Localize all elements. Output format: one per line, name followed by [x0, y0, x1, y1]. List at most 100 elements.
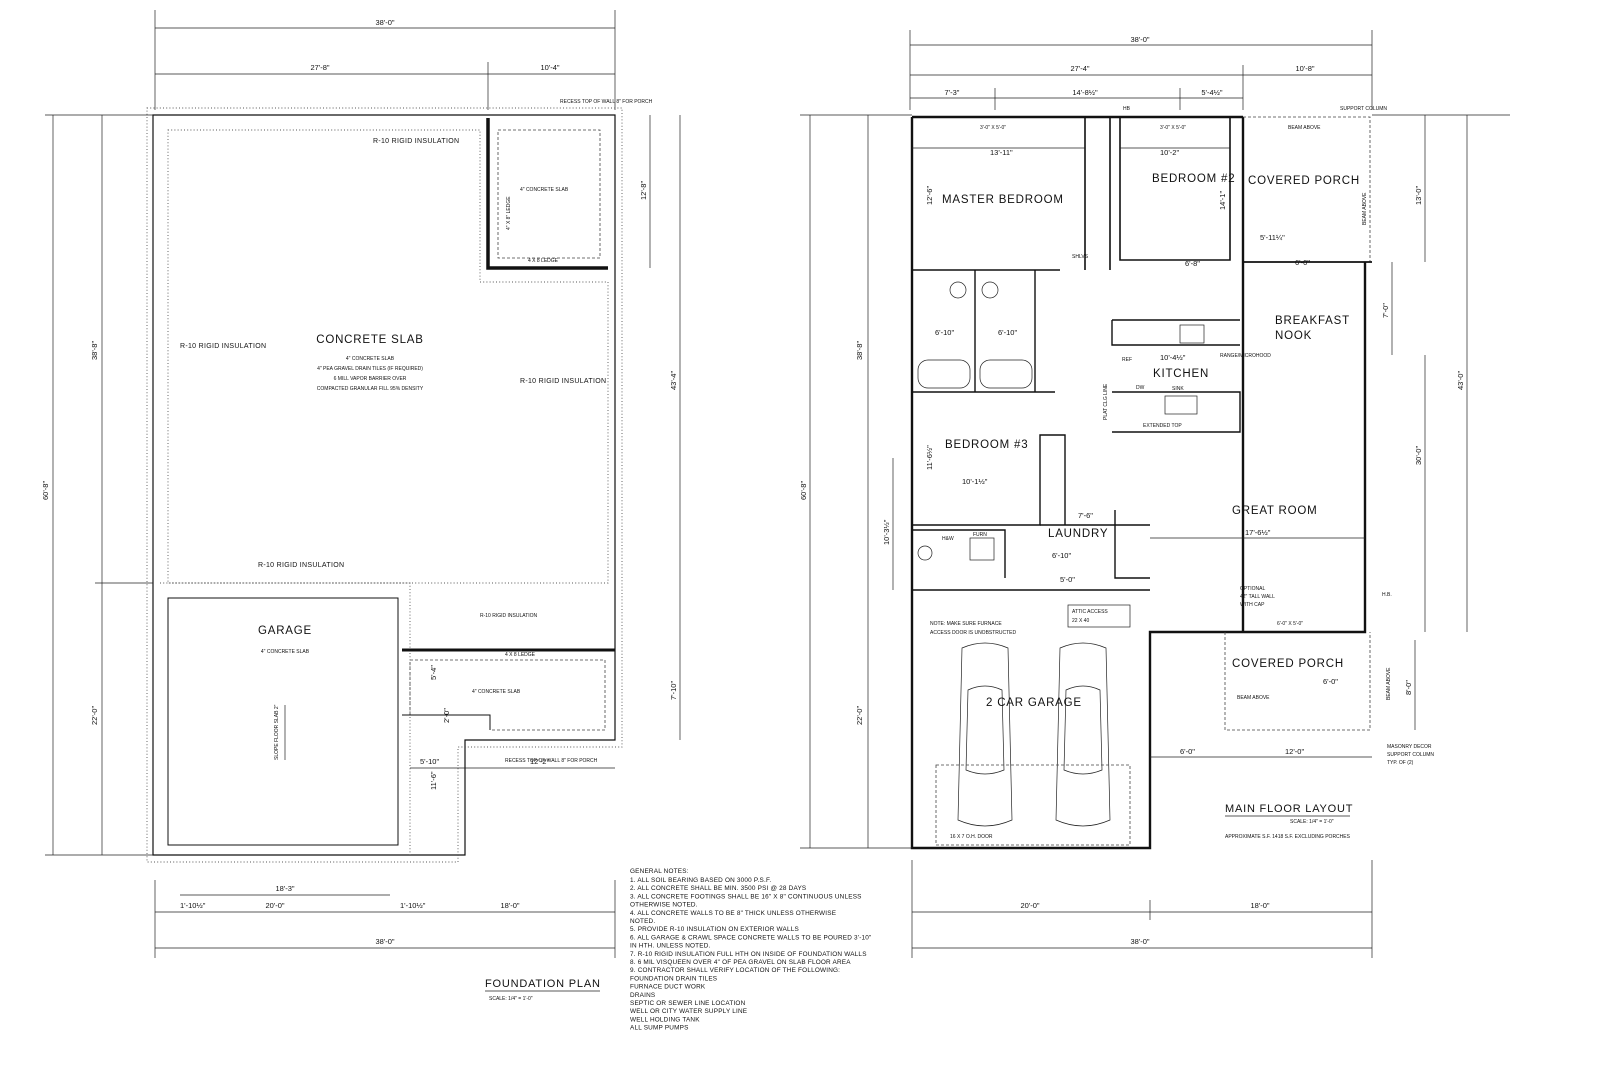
dim-right-1: 12'-8" [639, 181, 648, 200]
general-note-line: OTHERWISE NOTED. [630, 902, 698, 909]
main-dim-top-4: 14'-8½" [1072, 88, 1098, 97]
beam-above-side: BEAM ABOVE [1362, 192, 1368, 225]
dim-bath-2: 6'-10" [998, 328, 1017, 337]
dim-laundry-2: 6'-10" [1052, 551, 1071, 560]
optional-wall-1: OPTIONAL [1240, 586, 1266, 592]
general-note-line: ALL SUMP PUMPS [630, 1025, 689, 1032]
sink-label: SINK [1172, 386, 1184, 392]
general-note-line: 1. ALL SOIL BEARING BASED ON 3000 P.S.F. [630, 877, 771, 884]
dim-top-right: 10'-4" [540, 63, 559, 72]
dim-misc-3: 5'-10" [420, 757, 439, 766]
dim-master-width: 13'-11" [990, 148, 1013, 157]
notes-heading: GENERAL NOTES: [630, 868, 689, 875]
main-dim-right-1: 13'-0" [1414, 186, 1423, 205]
main-dim-left-1: 38'-8" [855, 341, 864, 360]
dim-hall-1: 6'-8" [1185, 259, 1200, 268]
room-covered-porch-top: COVERED PORCH [1248, 175, 1360, 187]
main-dim-top-1: 27'-4" [1070, 64, 1089, 73]
main-dim-right-5: 8'-0" [1404, 680, 1413, 695]
dim-kitchen: 10'-4½" [1160, 353, 1186, 362]
dim-bed2-depth: 14'-1" [1218, 191, 1227, 210]
main-dim-top-2: 10'-8" [1295, 64, 1314, 73]
garage-door-label: 16 X 7 O.H. DOOR [950, 834, 993, 840]
rigid-insulation-left: R-10 RIGID INSULATION [180, 343, 266, 350]
main-floor-title: MAIN FLOOR LAYOUT [1225, 803, 1353, 815]
furnace-note-2: ACCESS DOOR IS UNOBSTRUCTED [930, 630, 1017, 636]
dim-left-1: 38'-8" [90, 341, 99, 360]
dim-bed2-width: 10'-2" [1160, 148, 1179, 157]
porch-slab-bottom-label: 4" CONCRETE SLAB [472, 689, 521, 695]
general-note-line: 5. PROVIDE R-10 INSULATION ON EXTERIOR W… [630, 926, 799, 933]
general-note-line: IN HTH. UNLESS NOTED. [630, 943, 711, 950]
main-dim-bottom-2: 18'-0" [1250, 901, 1269, 910]
room-master-bedroom: MASTER BEDROOM [942, 194, 1064, 206]
window-2: 3'-0" X 5'-0" [1160, 125, 1186, 131]
dim-master-depth: 12'-6" [925, 186, 934, 205]
rigid-insulation-porch: R-10 RIGID INSULATION [480, 613, 538, 619]
main-dim-top-3: 7'-3" [945, 88, 960, 97]
dim-bottom-5: 18'-0" [500, 901, 519, 910]
porch-dim-inner: 6'-0" [1323, 677, 1338, 686]
dim-left-3: 22'-0" [90, 706, 99, 725]
beam-above-porch: BEAM ABOVE [1237, 695, 1270, 701]
concrete-slab-title: CONCRETE SLAB [316, 334, 424, 346]
ledge-vertical-label: 4" X 8" LEDGE [506, 196, 512, 230]
general-note-line: DRAINS [630, 992, 655, 999]
masonry-2: SUPPORT COLUMN [1387, 752, 1434, 758]
dim-misc-5: 12'-2" [530, 757, 549, 766]
general-note-line: FOUNDATION DRAIN TILES [630, 975, 717, 982]
attic-access-1: ATTIC ACCESS [1072, 609, 1108, 615]
plat-clg-line: PLAT CLG LINE [1103, 383, 1109, 420]
attic-access-2: 22 X 40 [1072, 618, 1089, 624]
slab-line-4: COMPACTED GRANULAR FILL 95% DENSITY [317, 386, 424, 392]
range-label: RANGE/MICROHOOD [1220, 353, 1271, 359]
dim-misc-2: 2'-0" [442, 708, 451, 723]
slab-line-1: 4" CONCRETE SLAB [346, 356, 395, 362]
general-note-line: SEPTIC OR SEWER LINE LOCATION [630, 1000, 746, 1007]
dim-bath-1: 6'-10" [935, 328, 954, 337]
dim-bottom-1: 18'-3" [275, 884, 294, 893]
garage-title: GARAGE [258, 625, 312, 637]
slab-line-3: 6 MILL VAPOR BARRIER OVER [334, 376, 407, 382]
recess-note-top: RECESS TOP OF WALL 8" FOR PORCH [560, 99, 653, 105]
general-notes: GENERAL NOTES: 1. ALL SOIL BEARING BASED… [630, 868, 871, 1032]
foundation-scale: SCALE: 1/4" = 1'-0" [489, 996, 533, 1002]
dim-bottom-3: 20'-0" [265, 901, 284, 910]
car-right [1055, 642, 1111, 827]
dim-right-3: 7'-10" [669, 681, 678, 700]
beam-above-porch-side: BEAM ABOVE [1386, 667, 1392, 700]
room-kitchen: KITCHEN [1153, 368, 1209, 380]
masonry-1: MASONRY DECOR [1387, 744, 1432, 750]
beam-above-top: BEAM ABOVE [1288, 125, 1321, 131]
main-dim-bottom-3: 38'-0" [1130, 937, 1149, 946]
furn-label: FURN [973, 532, 987, 538]
ledge-bottom-label: 4 X 8 LEDGE [505, 652, 536, 658]
room-bedroom-2: BEDROOM #2 [1152, 173, 1235, 185]
dim-great-room: 17'-6½" [1245, 528, 1271, 537]
general-note-line: 8. 6 MIL VISQUEEN OVER 4" OF PEA GRAVEL … [630, 959, 851, 966]
support-column-label: SUPPORT COLUMN [1340, 106, 1387, 112]
room-great-room: GREAT ROOM [1232, 505, 1318, 517]
room-covered-porch-bottom: COVERED PORCH [1232, 658, 1344, 670]
main-dim-right-4: 30'-0" [1414, 446, 1423, 465]
main-dim-right-3: 7'-0" [1381, 303, 1390, 318]
room-laundry: LAUNDRY [1048, 528, 1108, 540]
foundation-plan-title: FOUNDATION PLAN [485, 978, 601, 990]
dim-bottom-6: 38'-0" [375, 937, 394, 946]
room-bedroom-3: BEDROOM #3 [945, 439, 1028, 451]
dim-misc-4: 11'-6" [429, 771, 438, 790]
optional-wall-3: WITH CAP [1240, 602, 1265, 608]
slab-line-2: 4" PEA GRAVEL DRAIN TILES (IF REQUIRED) [317, 366, 423, 372]
dim-overall-top: 38'-0" [375, 18, 394, 27]
porch-dim-left: 6'-0" [1180, 747, 1195, 756]
rigid-insulation-top: R-10 RIGID INSULATION [373, 138, 459, 145]
porch-dim-width: 12'-0" [1285, 747, 1304, 756]
opening-size: 6'-0" X 5'-0" [1277, 621, 1303, 627]
dim-bed3-depth: 11'-6½" [925, 445, 934, 470]
recess-note-bottom: RECESS TOP OF WALL 8" FOR PORCH [505, 758, 598, 764]
main-dim-top-overall: 38'-0" [1130, 35, 1149, 44]
dim-misc-1: 5'-4" [429, 665, 438, 680]
rigid-insulation-bottom: R-10 RIGID INSULATION [258, 562, 344, 569]
dim-porch-inner: 5'-11¼" [1260, 233, 1285, 242]
